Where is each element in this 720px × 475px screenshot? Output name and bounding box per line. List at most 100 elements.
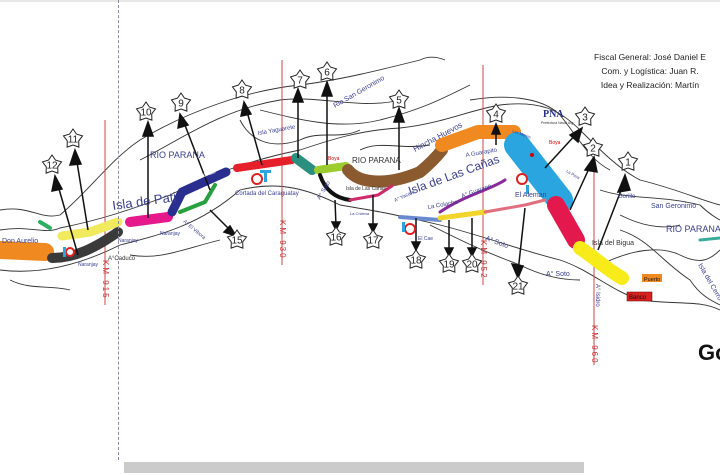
marker-number: 21 bbox=[512, 282, 524, 293]
title-fragment: Go bbox=[698, 340, 720, 365]
info-icon bbox=[63, 247, 66, 257]
label-a-guarapito: A Guarapito bbox=[465, 147, 498, 159]
marker-star-icon bbox=[582, 137, 604, 157]
marker-number: 12 bbox=[46, 161, 58, 172]
zone-orange-right bbox=[435, 125, 521, 152]
info-icon-top bbox=[260, 170, 271, 173]
window-top-edge bbox=[0, 0, 720, 2]
label-rio-san-geronimo: Rio San Geronimo bbox=[333, 75, 386, 110]
page-guide-line bbox=[118, 0, 119, 460]
marker-number: 6 bbox=[324, 68, 330, 79]
zone-navy bbox=[167, 167, 231, 217]
label-boya-2: Boya bbox=[549, 140, 561, 146]
zone-blue bbox=[398, 215, 442, 222]
label-las-marias: Las Marias bbox=[512, 128, 532, 139]
label-a-el-vibora: A° El Víbora bbox=[182, 219, 207, 241]
label-pna-sub: Prefectura Naval Arg. bbox=[541, 121, 574, 125]
marker-star-icon bbox=[507, 275, 529, 295]
zone-pink bbox=[348, 184, 394, 202]
label-pna: PNA bbox=[543, 109, 564, 120]
zone-black bbox=[318, 173, 352, 202]
label-isla-las-canas-small: Isla de Las Cañas bbox=[346, 186, 387, 192]
label-el-cae: El Cae bbox=[418, 236, 433, 242]
puerto-badge bbox=[642, 274, 662, 282]
marker-star-icon bbox=[438, 253, 460, 273]
marker-number: 8 bbox=[239, 86, 245, 97]
label-cortada: Cortada del Caraguatay bbox=[235, 191, 299, 197]
marker-number: 4 bbox=[493, 110, 499, 121]
km-930-label: KM 930 bbox=[278, 220, 287, 260]
label-a-soto-3: A° Soto bbox=[546, 270, 570, 278]
credit-logistica: Com. y Logística: Juan R. bbox=[601, 66, 699, 76]
km-915-label: KM 915 bbox=[101, 260, 110, 300]
first-aid-icon bbox=[516, 173, 528, 185]
info-icons bbox=[63, 170, 529, 257]
marker-number: 15 bbox=[231, 236, 243, 247]
marker-number: 3 bbox=[582, 113, 588, 124]
label-naranjay-3: Naranjay bbox=[160, 231, 181, 237]
marker-arrows bbox=[51, 79, 631, 280]
first-aid-icon bbox=[251, 173, 263, 185]
marker-star-icon bbox=[405, 249, 427, 269]
marker-number: 16 bbox=[330, 233, 342, 244]
buoy-icon bbox=[530, 153, 534, 157]
zone-green-left bbox=[38, 220, 52, 230]
zone-crimson bbox=[547, 196, 585, 249]
zone-teal bbox=[291, 153, 317, 175]
first-aid-icon bbox=[65, 247, 75, 257]
label-la-colacha: La Colacha bbox=[427, 200, 459, 211]
marker-number: 7 bbox=[297, 76, 303, 87]
marker-star-icon bbox=[289, 69, 311, 89]
marker-star-icon bbox=[316, 61, 338, 81]
marker-number: 5 bbox=[396, 96, 402, 107]
credits-block: Fiscal General: José Daniel E Com. y Log… bbox=[580, 50, 720, 92]
marker-star-icon bbox=[574, 106, 596, 126]
zone-green bbox=[178, 183, 217, 214]
label-isla-del-bigua: Isla del Bigua bbox=[592, 240, 634, 247]
label-rio-parana-3: RIO PARANA bbox=[666, 224, 720, 234]
zone-purple bbox=[438, 178, 507, 214]
banco-badge bbox=[626, 291, 653, 302]
river-map[interactable]: KM 915 KM 930 KM 952 KM 960 bbox=[0, 0, 720, 460]
zone-yellow-left bbox=[57, 217, 123, 241]
marker-star-icon bbox=[362, 229, 384, 249]
zone-red bbox=[233, 156, 296, 172]
label-isla-del-cerro: Isla del Cerro bbox=[696, 263, 720, 303]
marker-number: 17 bbox=[367, 236, 379, 247]
marker-star-icon bbox=[388, 89, 410, 109]
label-a-caduco: A°Caduco bbox=[108, 256, 136, 262]
marker-star-icon bbox=[325, 226, 347, 246]
info-icon bbox=[402, 222, 405, 232]
marker-number: 2 bbox=[590, 144, 596, 155]
label-puerto: Puerto bbox=[644, 277, 660, 283]
zone-lime bbox=[314, 162, 350, 174]
label-don-aurelio: Don Aurelio bbox=[2, 238, 38, 245]
label-el-aleman: El Aleman bbox=[515, 192, 547, 199]
info-icon bbox=[264, 172, 267, 182]
label-naranjay-1: Naranjay bbox=[78, 262, 99, 268]
marker-star-icon bbox=[226, 229, 248, 249]
label-a-isidro: A° Isidro bbox=[594, 284, 600, 307]
zone-aqua bbox=[698, 236, 720, 242]
zone-dark-gray bbox=[47, 227, 123, 263]
fishing-zones bbox=[0, 125, 720, 285]
km-960-label: KM 960 bbox=[590, 325, 599, 365]
credit-idea: Idea y Realización: Martín bbox=[600, 80, 700, 90]
marker-star-icon bbox=[41, 154, 63, 174]
marker-star-icon bbox=[485, 103, 507, 123]
credit-fiscal: Fiscal General: José Daniel E bbox=[594, 52, 706, 62]
marker-number: 1 bbox=[625, 158, 631, 169]
label-gorillo: Gorillo bbox=[618, 194, 636, 200]
river-outlines bbox=[0, 56, 720, 311]
info-icon bbox=[526, 185, 529, 194]
first-aid-icon bbox=[404, 223, 416, 235]
horizontal-scrollbar-thumb[interactable] bbox=[124, 462, 584, 473]
zone-rose bbox=[483, 198, 547, 214]
marker-number: 11 bbox=[68, 135, 79, 146]
label-rio-parana-2: RIO PARANA bbox=[352, 156, 401, 165]
marker-star-icon bbox=[135, 101, 157, 121]
marker-number: 19 bbox=[443, 260, 455, 271]
label-san-geronimo: San Geronimo bbox=[651, 203, 696, 210]
zone-yellow-mid bbox=[437, 209, 488, 221]
